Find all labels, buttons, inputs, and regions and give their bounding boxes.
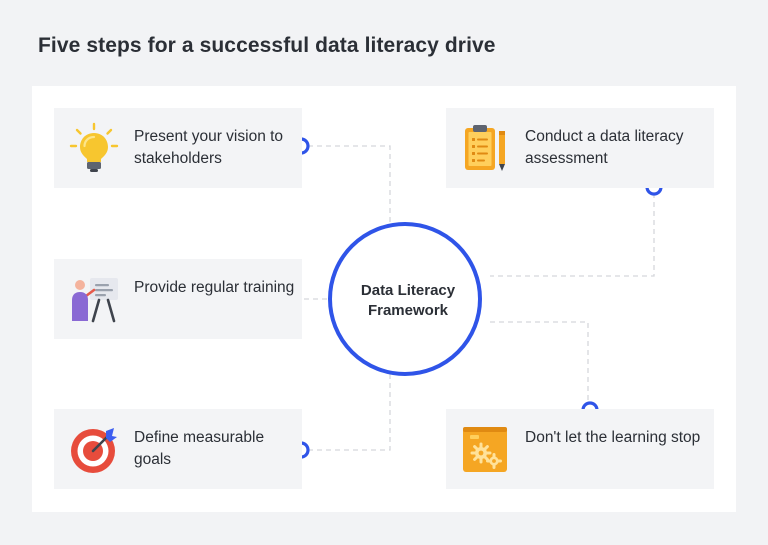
step-label-goals: Define measurable goals [134,429,265,468]
connector-learning [490,321,589,402]
target-icon [68,423,120,475]
lightbulb-icon [68,122,120,174]
gear-folder-icon [460,423,512,475]
step-label-training: Provide regular training [134,279,295,296]
framework-label: Data Literacy Framework [360,282,456,319]
step-card-vision: Present your vision to stakeholders [54,108,302,188]
step-card-goals: Define measurable goals [54,409,302,489]
connector-vision [308,145,391,226]
step-label-learning: Don't let the learning stop [525,429,701,446]
connector-assess [490,193,655,277]
connector-goals [308,371,391,451]
step-label-vision: Present your vision to stakeholders [134,128,284,167]
step-label-assess: Conduct a data literacy assessment [525,128,684,167]
page-title: Five steps for a successful data literac… [38,34,496,57]
framework-circle [328,222,482,376]
clipboard-icon [460,122,512,174]
step-card-learning: Don't let the learning stop [446,409,714,489]
step-card-assess: Conduct a data literacy assessment [446,108,714,188]
diagram-canvas: Data Literacy Framework Present your vis… [32,86,736,512]
presentation-icon [68,273,120,325]
step-card-training: Provide regular training [54,259,302,339]
